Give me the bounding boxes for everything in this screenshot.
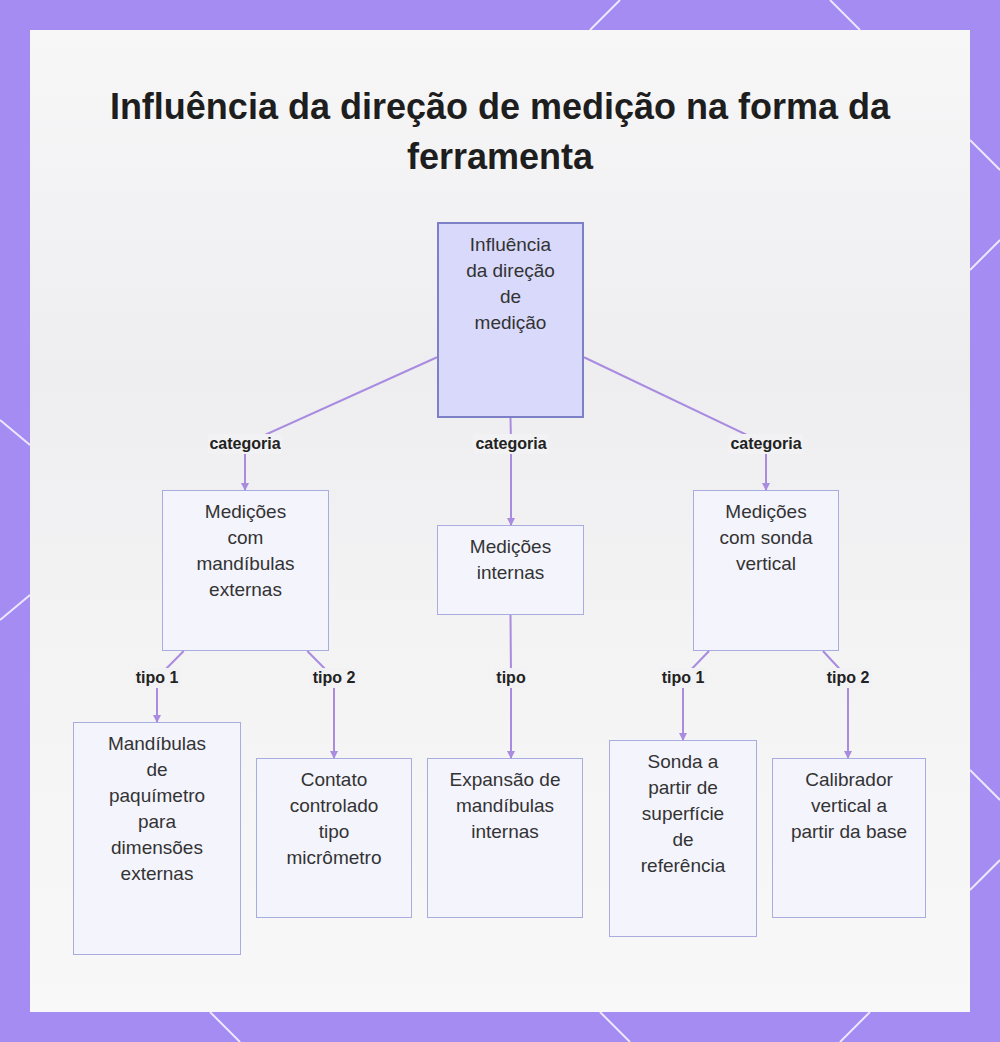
connector-line bbox=[245, 357, 437, 490]
node-text: Influência da direção de medição bbox=[463, 232, 559, 336]
category-box: Medições com sonda vertical bbox=[693, 490, 839, 651]
connector-line bbox=[584, 357, 766, 490]
category-box: Calibrador vertical a partir da base bbox=[772, 758, 926, 918]
node-text: Calibrador vertical a partir da base bbox=[789, 767, 909, 845]
node-text: Mandíbulas de paquímetro para dimensões … bbox=[97, 731, 217, 887]
category-box: Expansão de mandíbulas internas bbox=[427, 758, 583, 918]
category-box: Mandíbulas de paquímetro para dimensões … bbox=[73, 722, 241, 955]
connector-line bbox=[683, 651, 709, 740]
edge-label: tipo 1 bbox=[134, 668, 181, 688]
node-text: Medições com sonda vertical bbox=[716, 499, 816, 577]
node-text: Sonda a partir de superfície de referênc… bbox=[631, 749, 735, 879]
edge-label: tipo 2 bbox=[311, 668, 358, 688]
node-text: Expansão de mandíbulas internas bbox=[445, 767, 565, 845]
category-box: Medições internas bbox=[437, 525, 584, 615]
root-box: Influência da direção de medição bbox=[437, 222, 584, 418]
node-text: Medições internas bbox=[456, 534, 566, 586]
edge-label: categoria bbox=[728, 434, 803, 454]
edge-label: tipo 1 bbox=[660, 668, 707, 688]
node-text: Medições com mandíbulas externas bbox=[186, 499, 306, 603]
edge-label: tipo bbox=[494, 668, 527, 688]
edge-label: tipo 2 bbox=[825, 668, 872, 688]
diagram-title: Influência da direção de medição na form… bbox=[100, 82, 900, 182]
category-box: Medições com mandíbulas externas bbox=[162, 490, 329, 651]
edge-label: categoria bbox=[207, 434, 282, 454]
node-text: Contato controlado tipo micrômetro bbox=[274, 767, 394, 871]
category-box: Sonda a partir de superfície de referênc… bbox=[609, 740, 757, 937]
category-box: Contato controlado tipo micrômetro bbox=[256, 758, 412, 918]
edge-label: categoria bbox=[473, 434, 548, 454]
